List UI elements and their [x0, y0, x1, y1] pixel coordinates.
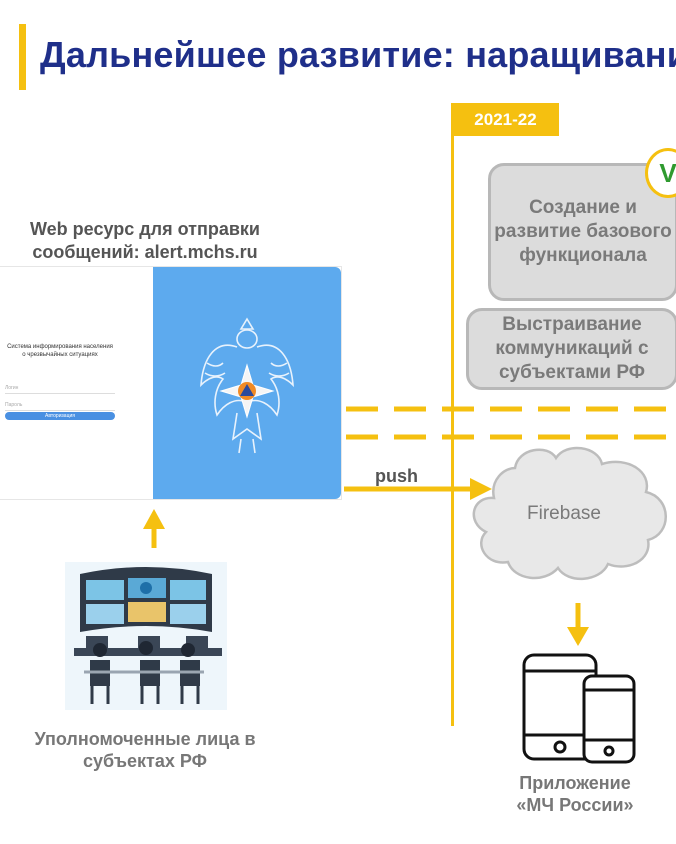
card-basic-functionality: Создание и развитие базового функционала — [488, 163, 676, 301]
screenshot-heading: Система информирования населения о чрезв… — [7, 344, 113, 358]
card-regional-communications: Выстраивание коммуникаций с субъектами Р… — [466, 308, 676, 390]
control-room-illustration — [65, 562, 227, 710]
password-field: Пароль — [5, 400, 115, 411]
page-title: Дальнейшее развитие: наращивани — [40, 34, 676, 75]
web-resource-label: Web ресурс для отправки сообщений: alert… — [30, 219, 260, 262]
firebase-cloud-icon — [472, 446, 667, 581]
app-label-text: Приложение «МЧ России» — [516, 773, 634, 815]
title-accent-bar — [19, 24, 26, 90]
mchs-emblem-icon — [200, 317, 294, 454]
login-field: Логин — [5, 383, 115, 394]
emblem-panel — [153, 267, 341, 499]
authorized-persons-label: Уполномоченные лица в субъектах РФ — [34, 729, 256, 771]
up-arrow-head — [143, 509, 165, 529]
firebase-label: Firebase — [527, 503, 601, 524]
app-label: Приложение «МЧ России» — [490, 772, 676, 816]
website-screenshot: Система информирования населения о чрезв… — [0, 266, 342, 500]
check-badge-icon: V — [645, 148, 676, 198]
push-label: push — [375, 466, 418, 486]
smartphone-icon — [522, 653, 636, 764]
push-arrow-head — [470, 478, 492, 500]
year-label: 2021-22 — [452, 103, 559, 136]
timeline-line — [451, 103, 454, 726]
login-button: Авторизация — [5, 412, 115, 420]
down-arrow-head — [567, 627, 589, 646]
